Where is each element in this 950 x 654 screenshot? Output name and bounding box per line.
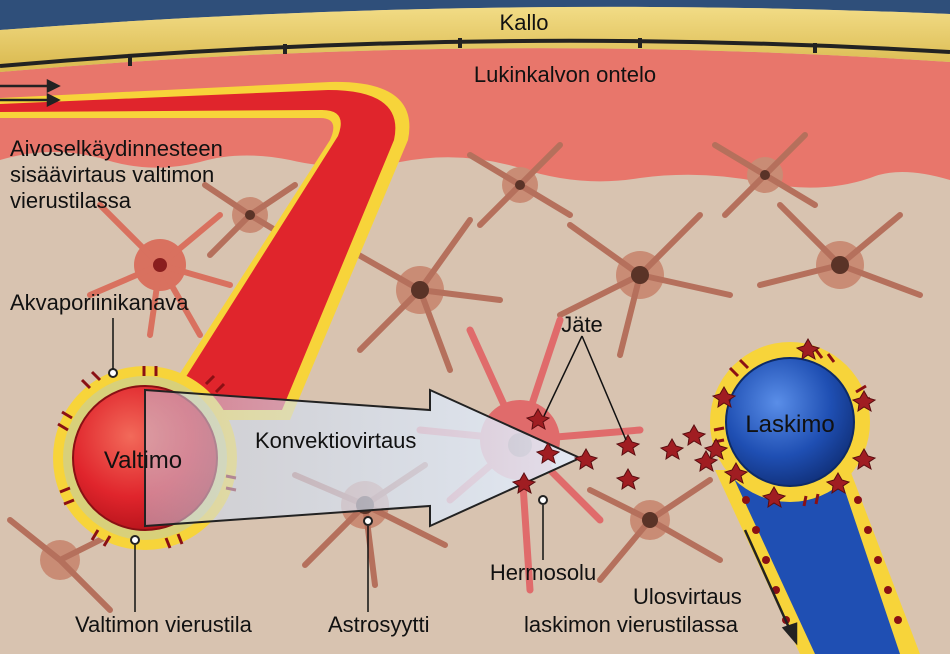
artery-tube xyxy=(0,90,396,410)
label-inflow-line1: Aivoselkäydinnesteen xyxy=(10,136,223,161)
label-outflow-line2: laskimon vierustilassa xyxy=(524,612,739,637)
vein-tube xyxy=(730,470,900,654)
inflow-arrows xyxy=(0,78,61,108)
label-outflow-line1: Ulosvirtaus xyxy=(633,584,742,609)
label-vein: Laskimo xyxy=(745,411,834,438)
label-convection-flow: Konvektiovirtaus xyxy=(255,428,416,453)
skull-ticks xyxy=(128,38,817,66)
astrocyte-marker xyxy=(363,516,373,526)
label-inflow-line2: sisäävirtaus valtimon xyxy=(10,162,214,187)
aquaporin-marker xyxy=(108,368,118,378)
label-astrocyte: Astrosyytti xyxy=(328,612,429,637)
skull-inner-edge xyxy=(0,38,950,68)
vein-cross-section xyxy=(725,357,855,487)
label-neuron: Hermosolu xyxy=(490,560,596,585)
label-subarachnoid-space: Lukinkalvon ontelo xyxy=(474,62,656,87)
label-waste: Jäte xyxy=(561,312,603,337)
waste-particles xyxy=(511,337,877,509)
label-inflow-line3: vierustilassa xyxy=(10,188,132,213)
label-arterial-perivascular-space: Valtimon vierustila xyxy=(75,612,253,637)
leader-lines xyxy=(112,318,627,612)
neuron-marker xyxy=(538,495,548,505)
waste-outflow-dots xyxy=(742,496,902,624)
skull xyxy=(0,6,950,72)
label-aquaporin-channel: Akvaporiinikanava xyxy=(10,290,189,315)
subarachnoid-layer xyxy=(0,48,950,188)
label-skull: Kallo xyxy=(500,10,549,35)
convection-flow-arrow xyxy=(144,388,583,528)
perivascular-space-marker xyxy=(130,535,140,545)
label-artery: Valtimo xyxy=(104,447,182,474)
outflow-arrow xyxy=(743,529,798,646)
